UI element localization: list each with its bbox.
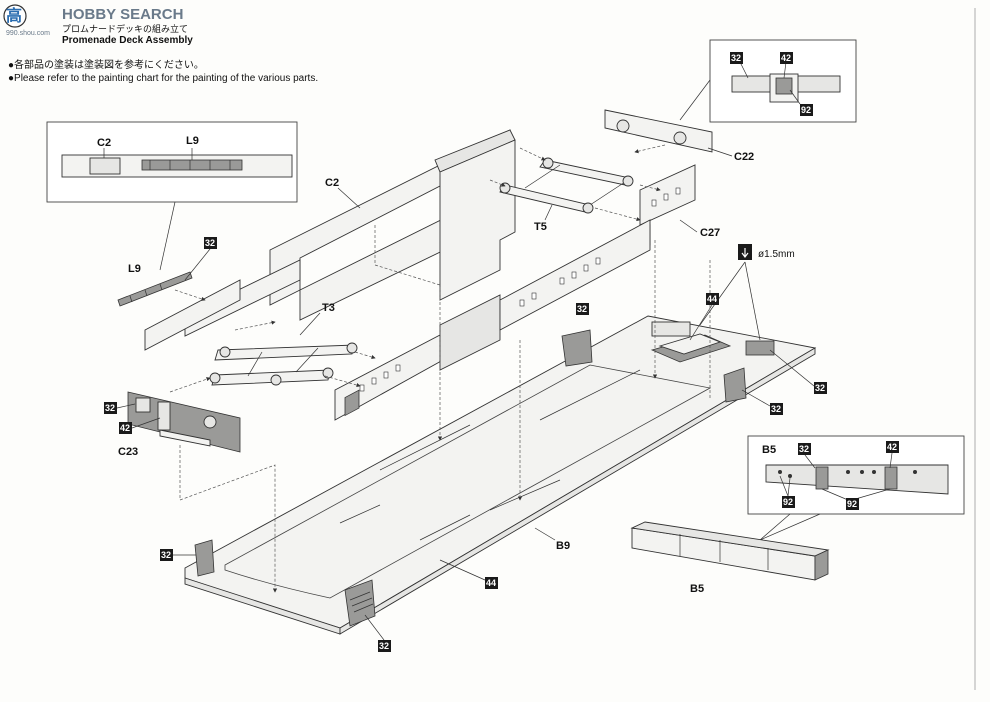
callout-line xyxy=(159,201,176,271)
instruction-en: ●Please refer to the painting chart for … xyxy=(8,73,318,84)
color-tag: 32 xyxy=(770,403,783,415)
drill-size-label: ø1.5mm xyxy=(758,249,795,260)
leader-line xyxy=(689,304,713,341)
color-tag: 92 xyxy=(800,104,813,116)
inset-c2-l9: C2 L9 xyxy=(46,121,298,203)
rail-b5 xyxy=(630,521,830,581)
leader-line xyxy=(337,187,361,209)
drill-indicator: ø1.5mm xyxy=(699,244,795,341)
leader-line xyxy=(804,454,816,469)
svg-text:32: 32 xyxy=(771,404,781,414)
color-tag: 44 xyxy=(485,577,498,589)
color-tag: 32 xyxy=(160,549,173,561)
color-tag: 32 xyxy=(378,640,391,652)
label-c2: C2 xyxy=(325,177,339,189)
svg-text:42: 42 xyxy=(120,423,130,433)
watermark-text: HOBBY SEARCH xyxy=(62,6,183,23)
plate-c22 xyxy=(604,109,713,153)
inset-label-b5: B5 xyxy=(762,444,776,456)
callout-line xyxy=(759,513,821,541)
svg-text:42: 42 xyxy=(781,53,791,63)
color-tag: 32 xyxy=(798,443,811,455)
color-tag: 32 xyxy=(814,382,827,394)
callout-line xyxy=(759,513,791,541)
callout-line xyxy=(679,79,711,121)
leader-line xyxy=(184,248,211,281)
svg-text:42: 42 xyxy=(887,442,897,452)
label-t5: T5 xyxy=(534,221,547,233)
instructions: ●各部品の塗装は塗装図を参考にください。 ●Please refer to th… xyxy=(8,58,318,84)
label-c27: C27 xyxy=(700,227,720,239)
color-tag: 32 xyxy=(730,52,743,64)
svg-text:32: 32 xyxy=(105,403,115,413)
inset-label-c2: C2 xyxy=(97,137,111,149)
leader-line xyxy=(131,417,161,429)
color-tag: 92 xyxy=(782,496,795,508)
leader-line xyxy=(889,452,893,469)
leader-line xyxy=(679,219,698,233)
svg-text:44: 44 xyxy=(707,294,717,304)
color-tag: 32 xyxy=(104,402,117,414)
leader-line xyxy=(299,312,321,336)
step-number-icon xyxy=(3,4,27,28)
svg-text:32: 32 xyxy=(161,550,171,560)
svg-text:32: 32 xyxy=(205,238,215,248)
svg-text:92: 92 xyxy=(801,105,811,115)
color-tag: 92 xyxy=(846,498,859,510)
assembly-guides xyxy=(169,144,711,593)
label-b5: B5 xyxy=(690,583,704,595)
leader-line xyxy=(769,349,815,387)
step-title-en: Promenade Deck Assembly xyxy=(62,35,193,46)
color-tag: 32 xyxy=(204,237,217,249)
color-tag: 42 xyxy=(886,441,899,453)
deck-b9 xyxy=(184,315,817,635)
svg-text:32: 32 xyxy=(731,53,741,63)
watermark-sub: 990.shou.com xyxy=(6,30,50,37)
inset-label-l9: L9 xyxy=(186,135,199,147)
leader-line xyxy=(534,527,556,541)
label-t3: T3 xyxy=(322,302,335,314)
wall-c27 xyxy=(334,164,696,421)
leader-line xyxy=(364,614,385,641)
part-l9 xyxy=(117,271,193,307)
color-tag: 44 xyxy=(706,293,719,305)
color-tag: 32 xyxy=(576,303,589,315)
wall-c2 xyxy=(144,129,516,351)
label-c23: C23 xyxy=(118,446,138,458)
header: 高 HOBBY SEARCH 990.shou.com プロムナードデッキの組み… xyxy=(3,4,193,46)
label-c22: C22 xyxy=(734,151,754,163)
leader-line xyxy=(544,204,553,221)
instruction-jp: ●各部品の塗装は塗装図を参考にください。 xyxy=(8,58,204,71)
svg-text:32: 32 xyxy=(577,304,587,314)
leader-line xyxy=(741,389,771,407)
svg-text:32: 32 xyxy=(379,641,389,651)
leader-line xyxy=(439,559,486,581)
logo-mark: 高 xyxy=(6,6,22,25)
frame-t5 xyxy=(499,157,634,214)
svg-text:32: 32 xyxy=(799,444,809,454)
color-tag: 42 xyxy=(780,52,793,64)
leader-line xyxy=(707,147,733,157)
label-b9: B9 xyxy=(556,540,570,552)
label-l9: L9 xyxy=(128,263,141,275)
svg-text:44: 44 xyxy=(486,578,496,588)
svg-text:92: 92 xyxy=(847,499,857,509)
step-title-jp: プロムナードデッキの組み立て xyxy=(62,23,188,34)
svg-text:92: 92 xyxy=(783,497,793,507)
color-tag: 42 xyxy=(119,422,132,434)
svg-text:32: 32 xyxy=(815,383,825,393)
leader-line xyxy=(116,403,136,409)
plate-c23 xyxy=(127,391,241,453)
